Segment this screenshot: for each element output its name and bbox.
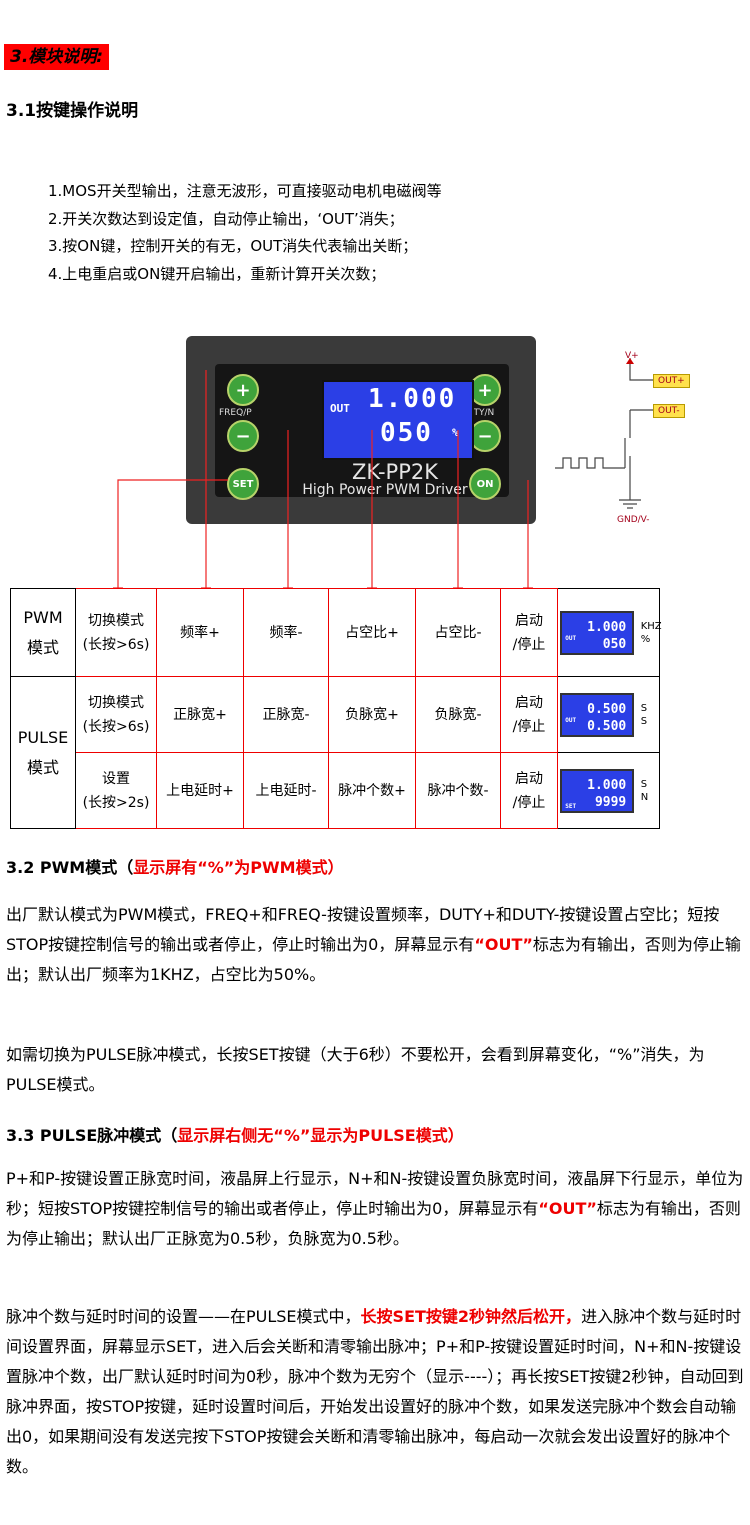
note-2: 2.开关次数达到设定值，自动停止输出，‘OUT’消失； [48, 209, 404, 228]
out-minus-tag: OUT- [653, 404, 685, 418]
callout-lines [113, 370, 533, 589]
pwm-module-device: + FREQ/P − SET + DUTY/N − ON OUT 1.000 0… [186, 336, 536, 524]
pulse-setup-cell: 设置(长按>2s) [75, 752, 157, 829]
pulse-switch-cell: 切换模式(长按>6s) [75, 676, 157, 753]
device-brand: ZK-PP2K [352, 460, 438, 484]
lcd-percent: % [452, 426, 459, 439]
freq-minus-button: − [227, 420, 259, 452]
device-panel: + FREQ/P − SET + DUTY/N − ON OUT 1.000 0… [215, 364, 509, 500]
pwm-lcd-cell: OUT 1.000 050 KHZ% [557, 588, 662, 677]
delay-plus-cell: 上电延时+ [156, 752, 244, 829]
pulse-neg-minus-cell: 负脉宽- [415, 676, 501, 753]
note-1: 1.MOS开关型输出，注意无波形，可直接驱动电机电磁阀等 [48, 182, 442, 200]
table-row: 设置(长按>2s) 上电延时+ 上电延时- 脉冲个数+ 脉冲个数- 启动/停止 … [11, 752, 660, 829]
pulse-pos-minus-cell: 正脉宽- [243, 676, 329, 753]
pwm-switch-cell: 切换模式(长按>6s) [75, 588, 157, 677]
device-lcd: OUT 1.000 050 % [322, 380, 474, 460]
heading-3-3: 3.3 PULSE脉冲模式（显示屏右侧无“%”显示为PULSE模式） [6, 1126, 464, 1145]
lcd-top-value: 1.000 [368, 384, 457, 414]
freq-plus-button: + [227, 374, 259, 406]
lcd-bottom-value: 050 [380, 418, 433, 448]
lcd-out-indicator: OUT [330, 402, 350, 415]
on-button: ON [469, 468, 501, 500]
pulse-paragraph: P+和P-按键设置正脉宽时间，液晶屏上行显示，N+和N-按键设置负脉宽时间，液晶… [6, 1169, 744, 1248]
vplus-label: V+ [625, 351, 639, 361]
device-subtitle: High Power PWM Driver [302, 482, 468, 498]
pulse-pos-plus-cell: 正脉宽+ [156, 676, 244, 753]
note-3: 3.按ON键，控制开关的有无，OUT消失代表输出关断； [48, 237, 418, 255]
pwm-duty-minus-cell: 占空比- [415, 588, 501, 677]
schematic-lines [555, 358, 653, 509]
pwm-freq-plus-cell: 频率+ [156, 588, 244, 677]
count-plus-cell: 脉冲个数+ [328, 752, 416, 829]
out-plus-tag: OUT+ [653, 374, 690, 388]
pwm-duty-plus-cell: 占空比+ [328, 588, 416, 677]
output-schematic: V+ OUT+ OUT- GND/V- [545, 328, 695, 548]
setup-start-stop-cell: 启动/停止 [500, 752, 558, 829]
pulse-neg-plus-cell: 负脉宽+ [328, 676, 416, 753]
pulse-start-stop-cell: 启动/停止 [500, 676, 558, 753]
switch-mode-paragraph: 如需切换为PULSE脉冲模式，长按SET按键（大于6秒）不要松开，会看到屏幕变化… [6, 1045, 705, 1094]
duty-label: DUTY/N [460, 408, 495, 418]
gnd-label: GND/V- [617, 515, 650, 525]
notes-list: 1.MOS开关型输出，注意无波形，可直接驱动电机电磁阀等 2.开关次数达到设定值… [48, 178, 442, 288]
delay-minus-cell: 上电延时- [243, 752, 329, 829]
heading-3-1: 3.1按键操作说明 [6, 101, 139, 121]
pwm-freq-minus-cell: 频率- [243, 588, 329, 677]
note-4: 4.上电重启或ON键开启输出，重新计算开关次数； [48, 264, 386, 283]
heading-3-2: 3.2 PWM模式（显示屏有“%”为PWM模式） [6, 858, 344, 877]
freq-label: FREQ/P [219, 408, 252, 418]
mini-lcd: SET 1.000 9999 [560, 768, 635, 813]
duty-plus-button: + [469, 374, 501, 406]
count-minus-cell: 脉冲个数- [415, 752, 501, 829]
pwm-start-stop-cell: 启动/停止 [500, 588, 558, 677]
set-button: SET [227, 468, 259, 500]
pwm-paragraph: 出厂默认模式为PWM模式，FREQ+和FREQ-按键设置频率，DUTY+和DUT… [6, 905, 741, 984]
mini-lcd: OUT 0.500 0.500 [560, 692, 635, 737]
pulse-count-paragraph: 脉冲个数与延时时间的设置——在PULSE模式中，长按SET按键2秒钟然后松开，进… [6, 1307, 744, 1476]
mini-lcd: OUT 1.000 050 [560, 610, 635, 655]
section-badge: 3.模块说明: [4, 44, 110, 70]
